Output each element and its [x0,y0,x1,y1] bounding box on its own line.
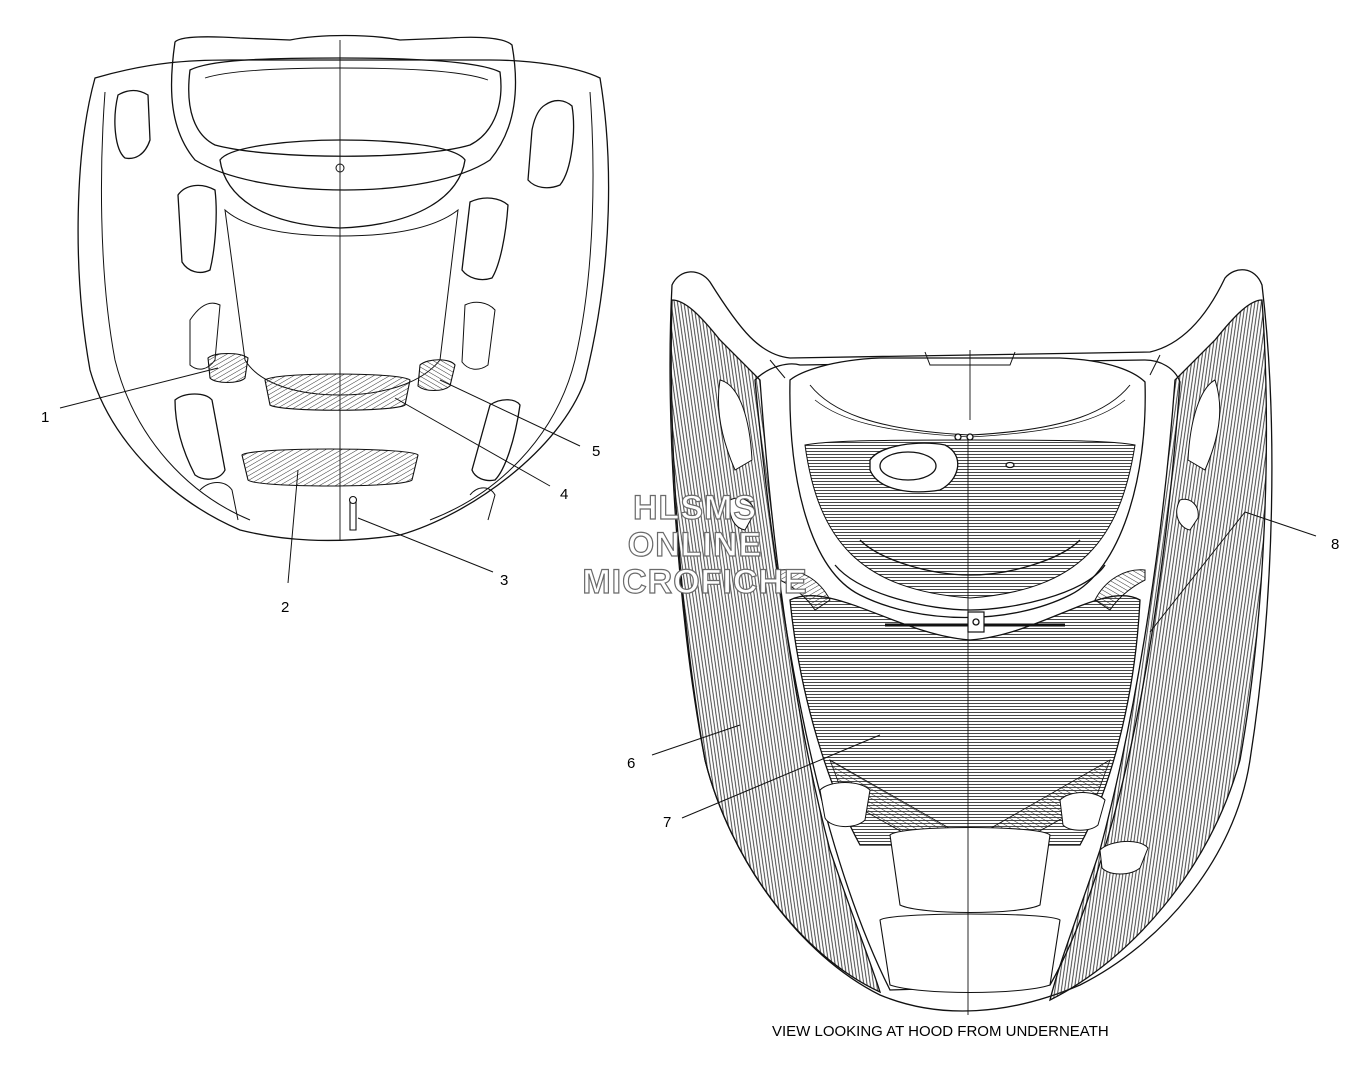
decal-center-top [264,373,411,411]
watermark-line-2: ONLINE [627,526,763,564]
watermark-line-1: HLSMS [632,489,757,527]
underside-leaders [651,511,1317,819]
decal-6-shape [670,299,882,994]
callout-7: 7 [663,814,672,831]
callout-2: 2 [281,599,290,616]
top-view-leaders [59,367,581,584]
decal-7-shape [789,595,1141,846]
watermark-line-3: MICROFICHE [582,563,808,601]
top-view-decals [207,352,456,531]
decal-5-shape [417,359,456,392]
rivet-3-shape [349,499,357,531]
callout-8: 8 [1331,536,1340,553]
hood-underside-view [669,269,1273,1015]
decal-2-shape [241,448,419,487]
view-caption: VIEW LOOKING AT HOOD FROM UNDERNEATH [772,1023,1109,1040]
decal-1-shape [207,352,249,384]
callout-6: 6 [627,755,636,772]
decal-8-shape [1049,299,1268,1002]
callout-4: 4 [560,486,569,503]
callout-1: 1 [41,409,50,426]
callout-3: 3 [500,572,509,589]
callout-5: 5 [592,443,601,460]
watermark: HLSMS ONLINE MICROFICHE [565,489,825,601]
